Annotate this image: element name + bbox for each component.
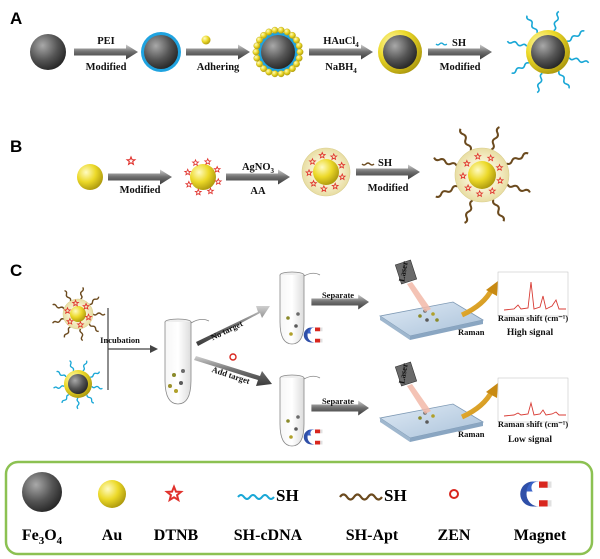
legend-cdna-sh: SH	[276, 486, 299, 505]
label-sh-b: SH	[378, 158, 392, 169]
label-raman-lower: Raman	[458, 429, 485, 439]
spectrum-low: Raman shift (cm⁻¹)	[497, 377, 568, 429]
label-separate-lower: Separate	[322, 396, 354, 406]
legend-zen-label: ZEN	[438, 527, 471, 544]
magnet-icon-upper	[303, 327, 323, 343]
label-pei: PEI	[97, 36, 115, 47]
cdna-strand-icon-a	[435, 42, 448, 46]
arrow-add-target	[194, 356, 272, 386]
panel-label-b: B	[10, 137, 22, 156]
legend-cdna-label: SH-cDNA	[234, 527, 303, 544]
label-aa: AA	[250, 186, 266, 197]
arrow-a2	[186, 44, 250, 60]
panel-label-a: A	[10, 9, 22, 28]
label-haucl4: HAuCl4	[323, 36, 359, 49]
legend-apt-label: SH-Apt	[346, 527, 399, 544]
label-no-target: No target	[209, 318, 244, 342]
au-shell-fe3o4	[378, 30, 422, 74]
legend-au-label: Au	[102, 527, 123, 544]
raman-curve-lower	[460, 389, 495, 420]
label-laser-lower: Laser	[396, 362, 409, 384]
legend-zen-icon	[449, 489, 459, 499]
laser-upper: Laser	[394, 259, 431, 312]
ag-shell-au-dtnb	[301, 147, 351, 197]
magnetic-probe-c	[52, 359, 104, 410]
label-low-signal: Low signal	[508, 435, 552, 445]
magnet-icon-lower	[303, 429, 323, 445]
dtnb-star-icon-b	[126, 156, 136, 165]
zen-icon-c	[229, 353, 237, 361]
axis-label-low: Raman shift (cm⁻¹)	[498, 419, 568, 429]
legend-dtnb-label: DTNB	[154, 527, 199, 544]
arrow-no-target	[196, 306, 270, 346]
legend-fe3o4-icon	[22, 472, 62, 512]
laser-lower: Laser	[394, 361, 431, 414]
label-adhering: Adhering	[197, 62, 240, 73]
tube-add-target	[279, 374, 321, 447]
label-high-signal: High signal	[507, 328, 554, 338]
legend-fe3o4-label: Fe3O4	[22, 527, 63, 547]
ag-shell-apt-probe	[432, 125, 532, 225]
apt-strand-icon-b	[361, 162, 375, 166]
label-modified-a4: Modified	[440, 62, 481, 73]
au-seed-decorated-fe3o4	[252, 26, 304, 78]
label-separate-upper: Separate	[322, 290, 354, 300]
arrow-b1	[108, 169, 172, 185]
legend-magnet-label: Magnet	[514, 527, 567, 544]
raman-slide-lower	[378, 403, 485, 442]
legend-au-icon	[98, 480, 126, 508]
fe3o4-particle-a1	[30, 34, 66, 70]
label-modified-b1: Modified	[120, 185, 161, 196]
tube-mixture	[164, 318, 210, 405]
label-incubation: Incubation	[100, 335, 140, 345]
pei-modified-fe3o4	[141, 32, 181, 72]
label-agno3: AgNO3	[242, 162, 275, 175]
label-nabh4: NaBH4	[325, 62, 357, 75]
au-nanoparticle-b1	[77, 164, 103, 190]
legend-apt-icon	[339, 493, 383, 501]
legend-box	[4, 460, 594, 556]
raman-probe-c	[51, 286, 106, 342]
label-laser-upper: Laser	[396, 260, 409, 282]
legend-magnet-icon	[520, 481, 552, 507]
tube-no-target	[279, 271, 321, 345]
panel-label-c: C	[10, 261, 22, 280]
legend-cdna-icon	[237, 494, 275, 500]
spectrum-high: Raman shift (cm⁻¹)	[497, 271, 568, 323]
label-sh-a: SH	[452, 38, 466, 49]
label-raman-upper: Raman	[458, 327, 485, 337]
raman-curve-head-lower	[486, 383, 498, 398]
raman-curve-upper	[460, 287, 495, 318]
label-modified-b3: Modified	[368, 183, 409, 194]
raman-curve-head-upper	[486, 281, 498, 296]
incubation-bracket	[107, 308, 150, 390]
legend-apt-sh: SH	[384, 486, 407, 505]
au-seed-icon	[201, 35, 211, 45]
label-modified-a1: Modified	[86, 62, 127, 73]
dtnb-modified-au	[184, 158, 222, 196]
raman-slide-upper	[378, 301, 485, 340]
fe3o4-au-cdna-probe	[506, 10, 590, 94]
axis-label-high: Raman shift (cm⁻¹)	[498, 313, 568, 323]
